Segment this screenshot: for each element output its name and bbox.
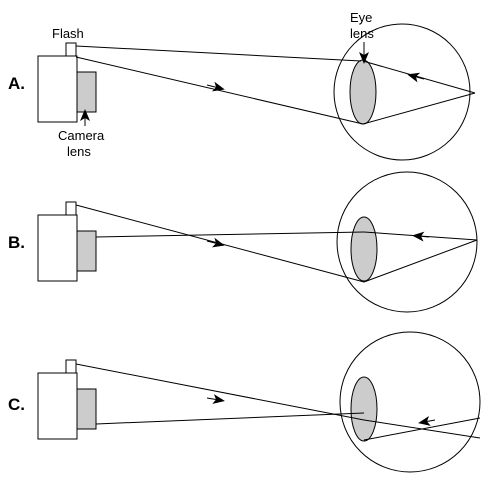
camera-b <box>37 201 97 282</box>
arrow-forward-icon <box>206 237 225 248</box>
row-a-letter: A. <box>8 74 25 93</box>
flash-unit <box>65 201 77 217</box>
rays-b <box>75 204 478 283</box>
flash-label: Flash <box>52 26 84 41</box>
flash-unit <box>65 359 77 375</box>
ray-flash-to-lens <box>75 363 365 421</box>
eye-c <box>339 331 481 473</box>
eye-lens-label-line1: Eye <box>350 10 372 25</box>
row-c-letter: C. <box>8 395 25 414</box>
eyeball <box>336 171 478 313</box>
eye-lens <box>349 59 377 125</box>
eye-lens-label-line2: lens <box>350 26 374 41</box>
row-b: B. <box>8 171 478 313</box>
row-a: A. Flash Eye lens Camera lens <box>8 10 476 161</box>
camera-lens <box>76 230 97 272</box>
eye-a <box>333 23 471 161</box>
ray-flash-to-lens-bottom <box>75 56 364 125</box>
ray-lens-to-camera-lens <box>95 412 365 425</box>
camera-lens-label-line1: Camera <box>58 128 105 143</box>
ray-flash-to-lens-bottom <box>75 204 365 283</box>
eye-b <box>336 171 478 313</box>
ray-lens-bottom-to-retina <box>363 239 478 283</box>
arrow-backward-icon <box>407 72 425 83</box>
camera-body <box>37 214 78 282</box>
eye-lens <box>350 216 378 282</box>
row-c: C. <box>8 331 481 473</box>
row-b-letter: B. <box>8 233 25 252</box>
camera-body <box>37 55 78 123</box>
ray-lens-top-to-camera-lens <box>95 231 365 238</box>
rays-c <box>75 363 481 441</box>
rays-a <box>75 45 476 125</box>
ray-retina-to-lens-bottom <box>363 417 481 441</box>
camera-c <box>37 359 97 440</box>
ray-flash-to-lens-top <box>75 45 362 62</box>
eye-lens <box>350 376 378 442</box>
camera-lens-label-line2: lens <box>67 144 91 159</box>
arrow-backward-icon <box>418 416 436 426</box>
arrow-backward-icon <box>412 231 430 242</box>
flash-unit <box>65 42 77 58</box>
camera-lens <box>76 388 97 430</box>
camera-a <box>37 42 97 123</box>
arrow-forward-icon <box>206 81 225 92</box>
eyeball <box>339 331 481 473</box>
arrow-forward-icon <box>206 394 225 404</box>
camera-lens <box>76 71 97 113</box>
ray-lens-bottom-to-retina <box>362 92 476 125</box>
camera-body <box>37 372 78 440</box>
